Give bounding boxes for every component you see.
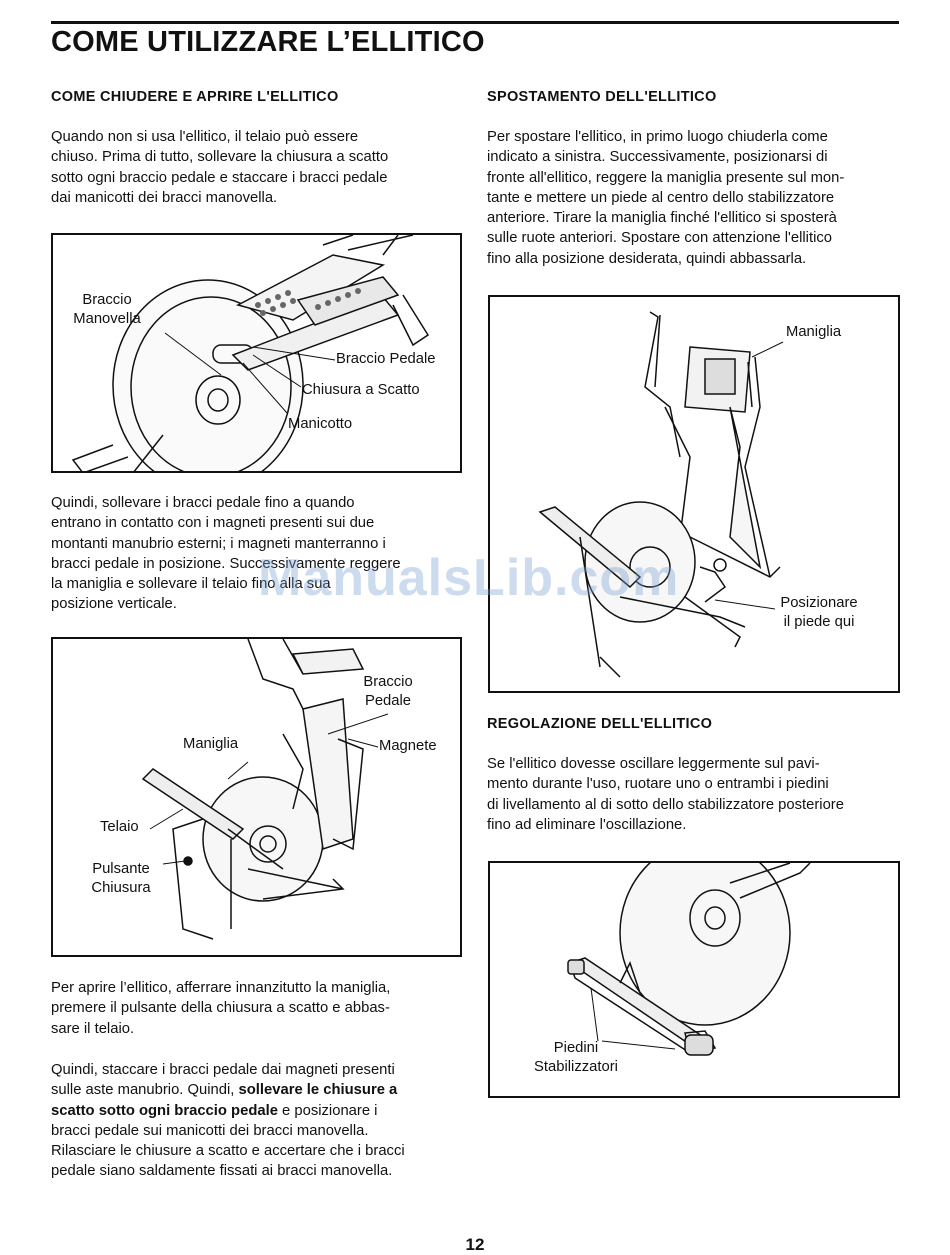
elliptical-illustration-3 [538, 311, 784, 678]
text-line: di livellamento al di sotto dello stabil… [487, 796, 844, 813]
label-line: Braccio [363, 674, 413, 690]
label-maniglia-3: Maniglia [786, 324, 842, 340]
label-line: Chiusura [91, 880, 151, 896]
text-line: fronte all'ellitico, reggere la maniglia… [487, 169, 845, 186]
paragraph-leveling: Se l'ellitico dovesse oscillare leggerme… [487, 754, 902, 835]
text-line: dai manicotti dei bracci manovella. [51, 189, 278, 206]
label-telaio: Telaio [100, 819, 139, 835]
figure-folded: Braccio Pedale Maniglia Magnete Telaio P… [51, 637, 462, 957]
page-title: COME UTILIZZARE L’ELLITICO [51, 26, 485, 58]
text-line: sulle ruote anteriori. Spostare con atte… [487, 230, 832, 247]
text-line: Per aprire l’ellitico, afferrare innanzi… [51, 980, 391, 996]
text-line: bracci pedale in posizione. Successivame… [51, 555, 401, 572]
section-detach: Quindi, staccare i bracci pedale dai mag… [51, 1060, 466, 1182]
label-chiusura-scatto: Chiusura a Scatto [302, 382, 420, 398]
label-braccio-pedale: Braccio Pedale [336, 351, 436, 367]
text-line: Quindi, sollevare i bracci pedale fino a… [51, 495, 355, 511]
text-line: posizione verticale. [51, 596, 177, 613]
text-line: Per spostare l'ellitico, in primo luogo … [487, 129, 828, 145]
text-line: la maniglia e sollevare il telaio fino a… [51, 576, 331, 593]
page-number: 12 [465, 1235, 485, 1254]
text-line: entrano in contatto con i magneti presen… [51, 515, 375, 532]
elliptical-illustration-1 [71, 235, 430, 471]
title-rule [51, 21, 899, 24]
section-leveling: REGOLAZIONE DELL'ELLITICO Se l'ellitico … [487, 716, 902, 835]
label-manicotto: Manicotto [288, 416, 353, 432]
elliptical-illustration-2 [141, 639, 389, 940]
label-line: Posizionare [780, 595, 858, 611]
text-line: premere il pulsante della chiusura a sca… [51, 1000, 390, 1017]
section-heading: SPOSTAMENTO DELL'ELLITICO [487, 89, 717, 105]
text-line: indicato a sinistra. Successivamente, po… [487, 149, 828, 166]
text-line: Quando non si usa l'ellitico, il telaio … [51, 129, 359, 145]
text-line: anteriore. Tirare la maniglia finché l'e… [487, 210, 837, 227]
label-braccio-manovella: Braccio Manovella [65, 291, 149, 329]
label-posizionare-piede: Posizionare il piede qui [766, 594, 872, 632]
paragraph-moving: Per spostare l'ellitico, in primo luogo … [487, 127, 902, 269]
section-open: Per aprire l’ellitico, afferrare innanzi… [51, 978, 461, 1039]
section-heading: COME CHIUDERE E APRIRE L'ELLITICO [51, 89, 339, 105]
text-line: chiuso. Prima di tutto, sollevare la chi… [51, 149, 389, 166]
label-line: Pulsante [92, 861, 150, 877]
label-braccio-pedale-2: Braccio Pedale [351, 673, 425, 711]
text-line: mento durante l'uso, ruotare uno o entra… [487, 776, 829, 793]
text-line: pedale siano saldamente fissati ai bracc… [51, 1163, 393, 1180]
text-line: tante e mettere un piede al centro dello… [487, 189, 835, 206]
text-line: sulle aste manubrio. Quindi, [51, 1082, 239, 1099]
section-lift-arms: Quindi, sollevare i bracci pedale fino a… [51, 493, 461, 615]
paragraph-close-open: Quando non si usa l'ellitico, il telaio … [51, 127, 461, 208]
label-line: Braccio [82, 292, 132, 308]
label-line: Manovella [73, 311, 141, 327]
text-line: Quindi, staccare i bracci pedale dai mag… [51, 1062, 395, 1078]
text-bold: scatto sotto ogni braccio pedale [51, 1102, 278, 1119]
label-line: Piedini [553, 1040, 599, 1056]
label-piedini-stabilizzatori: Piedini Stabilizzatori [520, 1039, 632, 1077]
label-line: Stabilizzatori [534, 1059, 618, 1075]
section-close-open: COME CHIUDERE E APRIRE L'ELLITICO Quando… [51, 89, 461, 208]
text-line: Se l'ellitico dovesse oscillare leggerme… [487, 756, 820, 772]
elliptical-illustration-4 [567, 863, 811, 1056]
paragraph-lift-arms: Quindi, sollevare i bracci pedale fino a… [51, 493, 461, 615]
text-line: sotto ogni braccio pedale e staccare i b… [51, 169, 388, 186]
text-line: fino alla posizione desiderata, quindi a… [487, 250, 807, 267]
text-line: Rilasciare le chiusure a scatto e accert… [51, 1143, 405, 1160]
paragraph-detach: Quindi, staccare i bracci pedale dai mag… [51, 1060, 466, 1182]
figure-moving: Maniglia Posizionare il piede qui [488, 295, 900, 693]
text-line: sare il telaio. [51, 1020, 135, 1037]
text-line: montanti manubrio esterni; i magneti man… [51, 535, 386, 552]
label-maniglia-2: Maniglia [183, 736, 239, 752]
text-line: bracci pedale sui manicotti dei bracci m… [51, 1122, 369, 1139]
text-line: e posizionare i [277, 1102, 378, 1119]
label-line: il piede qui [783, 614, 855, 630]
label-magnete: Magnete [379, 738, 437, 754]
paragraph-open: Per aprire l’ellitico, afferrare innanzi… [51, 978, 461, 1039]
label-line: Pedale [364, 693, 412, 709]
section-heading: REGOLAZIONE DELL'ELLITICO [487, 716, 713, 732]
text-bold: sollevare le chiusure a [238, 1082, 398, 1099]
figure-leveling: Piedini Stabilizzatori [488, 861, 900, 1098]
figure-crank-arm: Braccio Manovella Braccio Pedale Chiusur… [51, 233, 462, 473]
label-pulsante-chiusura: Pulsante Chiusura [81, 860, 161, 898]
text-line: fino ad eliminare l'oscillazione. [487, 816, 687, 833]
section-moving: SPOSTAMENTO DELL'ELLITICO Per spostare l… [487, 89, 902, 269]
